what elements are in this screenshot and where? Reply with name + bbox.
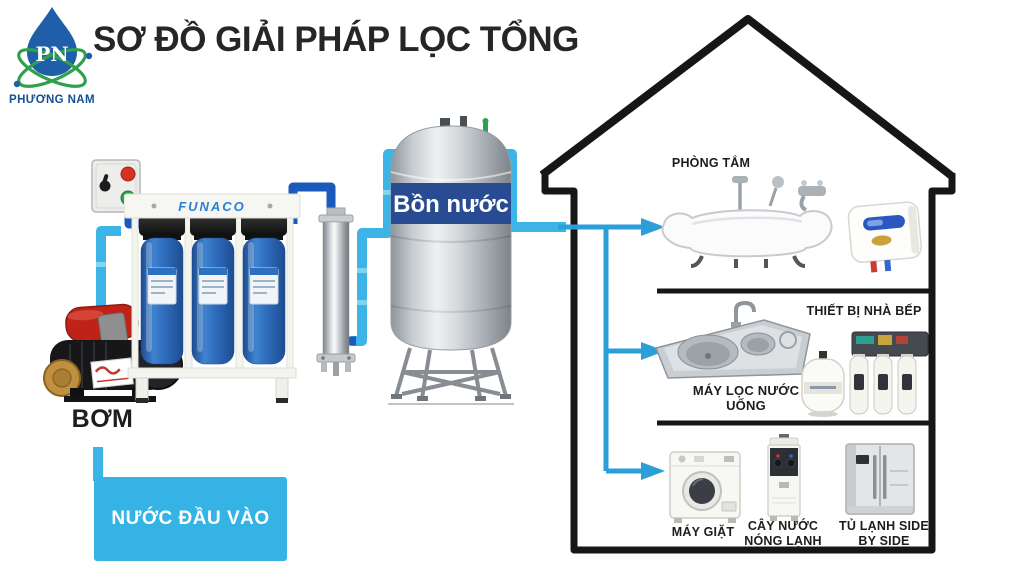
ro-drinking-filter-image: [801, 331, 929, 417]
red-button-icon: [120, 166, 136, 182]
water-heater-image: [847, 201, 922, 273]
input-water-label: NƯỚC ĐẦU VÀO: [111, 508, 270, 529]
washing-machine-image: [669, 451, 741, 523]
fridge-label: TỦ LẠNH SIDE BY SIDE: [839, 519, 929, 548]
arrow-to-bathroom: [641, 218, 665, 236]
pipe-joints: [96, 190, 393, 305]
logo-initials: PN: [35, 42, 68, 66]
ro-cartridges: [849, 354, 917, 415]
house-outline: [539, 15, 956, 554]
tank-label-band: [391, 183, 511, 224]
arrow-to-kitchen: [641, 342, 665, 360]
bathtub-image: [661, 176, 833, 268]
tank-stand: [394, 347, 508, 399]
kitchen-sink-image: [654, 300, 811, 379]
washer-label: MÁY GIẶT: [671, 525, 735, 539]
company-logo: PN PHƯƠNG NAM: [9, 7, 95, 106]
arrow-to-utility: [641, 462, 665, 480]
distribution-arrows: [558, 218, 665, 480]
drinking-filter-label: MÁY LỌC NƯỚC UỐNG: [692, 383, 800, 414]
stainless-filter-column-image: [316, 207, 356, 376]
water-drop-icon: [27, 7, 77, 76]
ro-pressure-tank: [801, 351, 845, 417]
water-tank-image: Bồn nước: [388, 116, 514, 405]
logo-company-name: PHƯƠNG NAM: [9, 94, 95, 106]
kitchen-label: THIẾT BỊ NHÀ BẾP: [806, 304, 922, 318]
filter-brand-label: FUNACO: [178, 199, 246, 214]
tank-label: Bồn nước: [393, 191, 509, 218]
sink-faucet-icon: [734, 300, 756, 324]
tank-valve-icon: [483, 122, 488, 132]
pump-label: BƠM: [71, 405, 134, 433]
dispenser-label: CÂY NƯỚC NÓNG LẠNH: [744, 519, 822, 548]
refrigerator-image: [845, 443, 915, 515]
shower-fixture-icon: [732, 176, 826, 212]
water-dispenser-image: [767, 434, 801, 521]
tub-feet: [690, 255, 806, 268]
bathroom-label: PHÒNG TẮM: [671, 156, 751, 170]
page-title: SƠ ĐỒ GIẢI PHÁP LỌC TỔNG: [93, 20, 579, 59]
filter-housings: [139, 212, 287, 365]
three-stage-filter-image: FUNACO: [124, 193, 301, 403]
input-water-box: NƯỚC ĐẦU VÀO: [94, 477, 287, 561]
